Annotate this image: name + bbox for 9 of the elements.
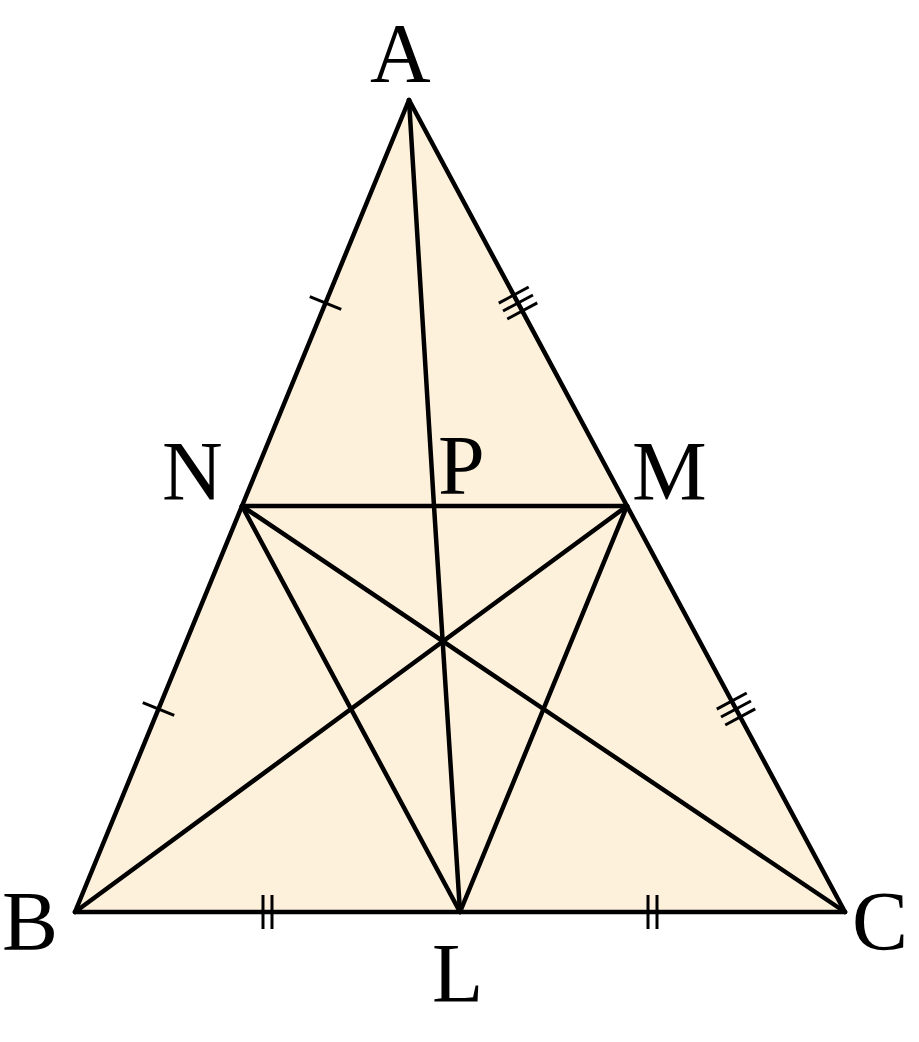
point-label: C — [852, 880, 909, 964]
point-label: B — [2, 880, 59, 964]
point-label: L — [432, 932, 484, 1016]
point-label: N — [162, 430, 223, 514]
point-label: M — [632, 430, 707, 514]
line-segment — [72, 503, 630, 915]
line-segment — [239, 503, 848, 915]
point-label: A — [370, 12, 431, 96]
point-label: P — [438, 424, 485, 508]
